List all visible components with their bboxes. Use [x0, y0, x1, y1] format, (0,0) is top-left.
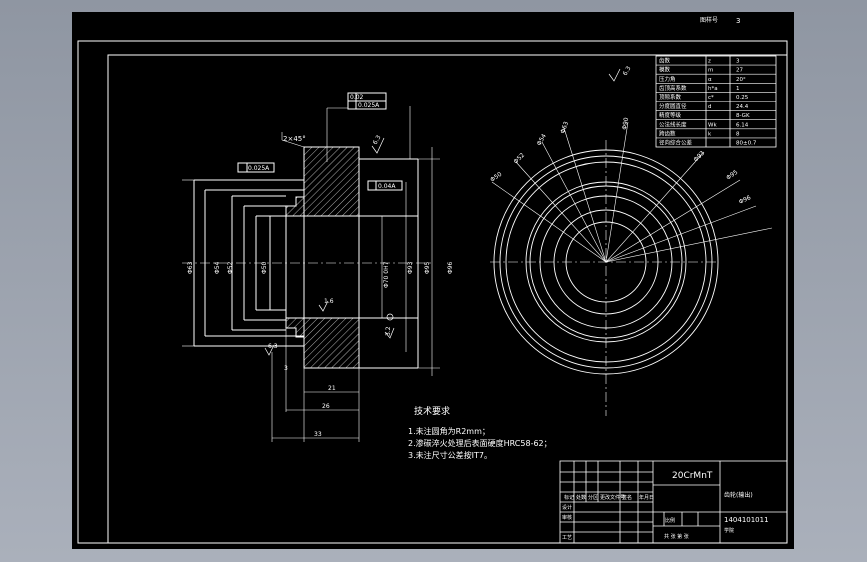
- params-cell: 80±0.7: [736, 141, 757, 147]
- params-cell: Wk: [708, 122, 717, 128]
- params-cell: 齿顶高系数: [659, 84, 687, 92]
- company: 学院: [724, 527, 734, 534]
- tolerance-top-2: 0.025A: [358, 102, 380, 109]
- tb-small-2: 处数: [576, 494, 586, 501]
- params-cell: 顶隙系数: [659, 93, 682, 101]
- params-cell: 分度圆直径: [659, 102, 687, 110]
- runout-right: 0.04A: [378, 183, 396, 190]
- note-1: 1.未注圆角为R2mm；: [408, 426, 490, 436]
- params-cell: d: [708, 104, 712, 110]
- gear-dia-8: Φ96: [738, 194, 752, 206]
- left-dia-4: Φ50: [261, 261, 268, 274]
- title-block: [559, 460, 788, 544]
- tb-row-3: 工艺: [562, 535, 572, 541]
- params-cell: h*a: [708, 86, 718, 92]
- right-dia-2: Φ95: [424, 261, 431, 274]
- runout-left: 0.025A: [248, 165, 270, 172]
- params-cell: 公法线长度: [659, 120, 687, 128]
- params-cell: 8-GK: [736, 113, 750, 119]
- params-cell: 27: [736, 68, 743, 74]
- params-cell: 20°: [736, 77, 746, 83]
- tb-small-1: 标记: [564, 494, 574, 501]
- left-dia-3: Φ52: [227, 261, 234, 274]
- params-cell: α: [708, 77, 712, 83]
- note-3: 3.未注尺寸公差按IT7。: [408, 450, 492, 460]
- params-cell: k: [708, 131, 712, 137]
- cad-drawing: 图样号 3: [77, 16, 788, 544]
- dim-bottom-3: 33: [314, 431, 322, 438]
- gear-roughness: 6.3: [622, 65, 633, 77]
- bore-label: Φ70 0H7: [383, 261, 390, 288]
- left-dia-2: Φ54: [214, 261, 221, 274]
- params-cell: 6.14: [736, 122, 749, 128]
- roughness-mark: 6.3: [268, 343, 278, 350]
- header-label: 图样号: [700, 16, 718, 24]
- params-cell: m: [708, 68, 713, 74]
- material: 20CrMnT: [672, 471, 713, 481]
- dim-bottom-2: 26: [322, 403, 330, 410]
- tb-small-3: 分区: [588, 494, 598, 501]
- notes-title: 技术要求: [414, 405, 450, 417]
- section-view: [182, 92, 440, 442]
- tb-row-1: 设计: [562, 504, 572, 511]
- gear-dia-1: Φ50: [489, 171, 503, 184]
- tolerance-top-1: 0.02: [350, 94, 364, 101]
- roughness-side: 3.2: [385, 326, 392, 336]
- params-cell: 模数: [659, 66, 671, 74]
- gear-dia-3: Φ54: [536, 133, 548, 147]
- dim-small: 3: [284, 365, 288, 372]
- right-dia-1: Φ93: [407, 261, 414, 274]
- params-cell: 径向综合公差: [659, 139, 693, 147]
- params-cell: c*: [708, 95, 714, 101]
- drawing-sheet: 图样号 3: [72, 12, 794, 549]
- params-cell: 跨齿数: [659, 129, 676, 137]
- gear-dia-6: Φ93: [692, 150, 706, 164]
- sheet-label: 共 张 第 张: [664, 533, 689, 540]
- params-cell: 0.25: [736, 95, 749, 101]
- drawing-number: 1404101011: [724, 516, 769, 524]
- gear-dia-2: Φ52: [512, 152, 526, 166]
- params-cell: 精度等级: [659, 111, 682, 119]
- tb-small-4: 更改文件号: [600, 494, 625, 501]
- scale-label: 比例: [665, 517, 675, 524]
- chamfer-label: 2×45°: [283, 135, 306, 143]
- gear-dia-4: Φ63: [559, 121, 570, 135]
- params-cell: 齿数: [659, 57, 671, 65]
- gear-dia-7: Φ95: [725, 169, 739, 182]
- tb-small-5: 签名: [622, 494, 632, 501]
- tb-small-6: 年月日: [639, 494, 654, 501]
- part-name: 齿轮(输出): [724, 491, 753, 499]
- header-value: 3: [736, 17, 740, 25]
- params-cell: 3: [736, 59, 740, 65]
- note-2: 2.渗碳淬火处理后表面硬度HRC58-62；: [408, 438, 552, 448]
- left-dia-1: Φ63: [187, 261, 194, 274]
- dim-bottom-1: 21: [328, 385, 336, 392]
- inner-border: [107, 54, 788, 544]
- params-cell: 压力角: [659, 75, 676, 83]
- params-cell: 24.4: [736, 104, 749, 110]
- params-table-rows: 齿数 z 3 模数 m 27 压力角 α 20° 齿顶高系数 h*a 1 顶隙系数 c* 0.25 分度圆直径…: [656, 57, 776, 147]
- gear-dia-5: Φ90: [621, 117, 630, 131]
- gear-view: [490, 68, 773, 416]
- tb-row-2: 审核: [562, 514, 572, 521]
- params-cell: 8: [736, 131, 740, 137]
- roughness-inner: 1.6: [324, 298, 334, 305]
- right-dia-3: Φ96: [447, 261, 454, 274]
- params-cell: z: [708, 59, 711, 65]
- params-cell: 1: [736, 86, 740, 92]
- roughness-top: 6.3: [372, 134, 383, 146]
